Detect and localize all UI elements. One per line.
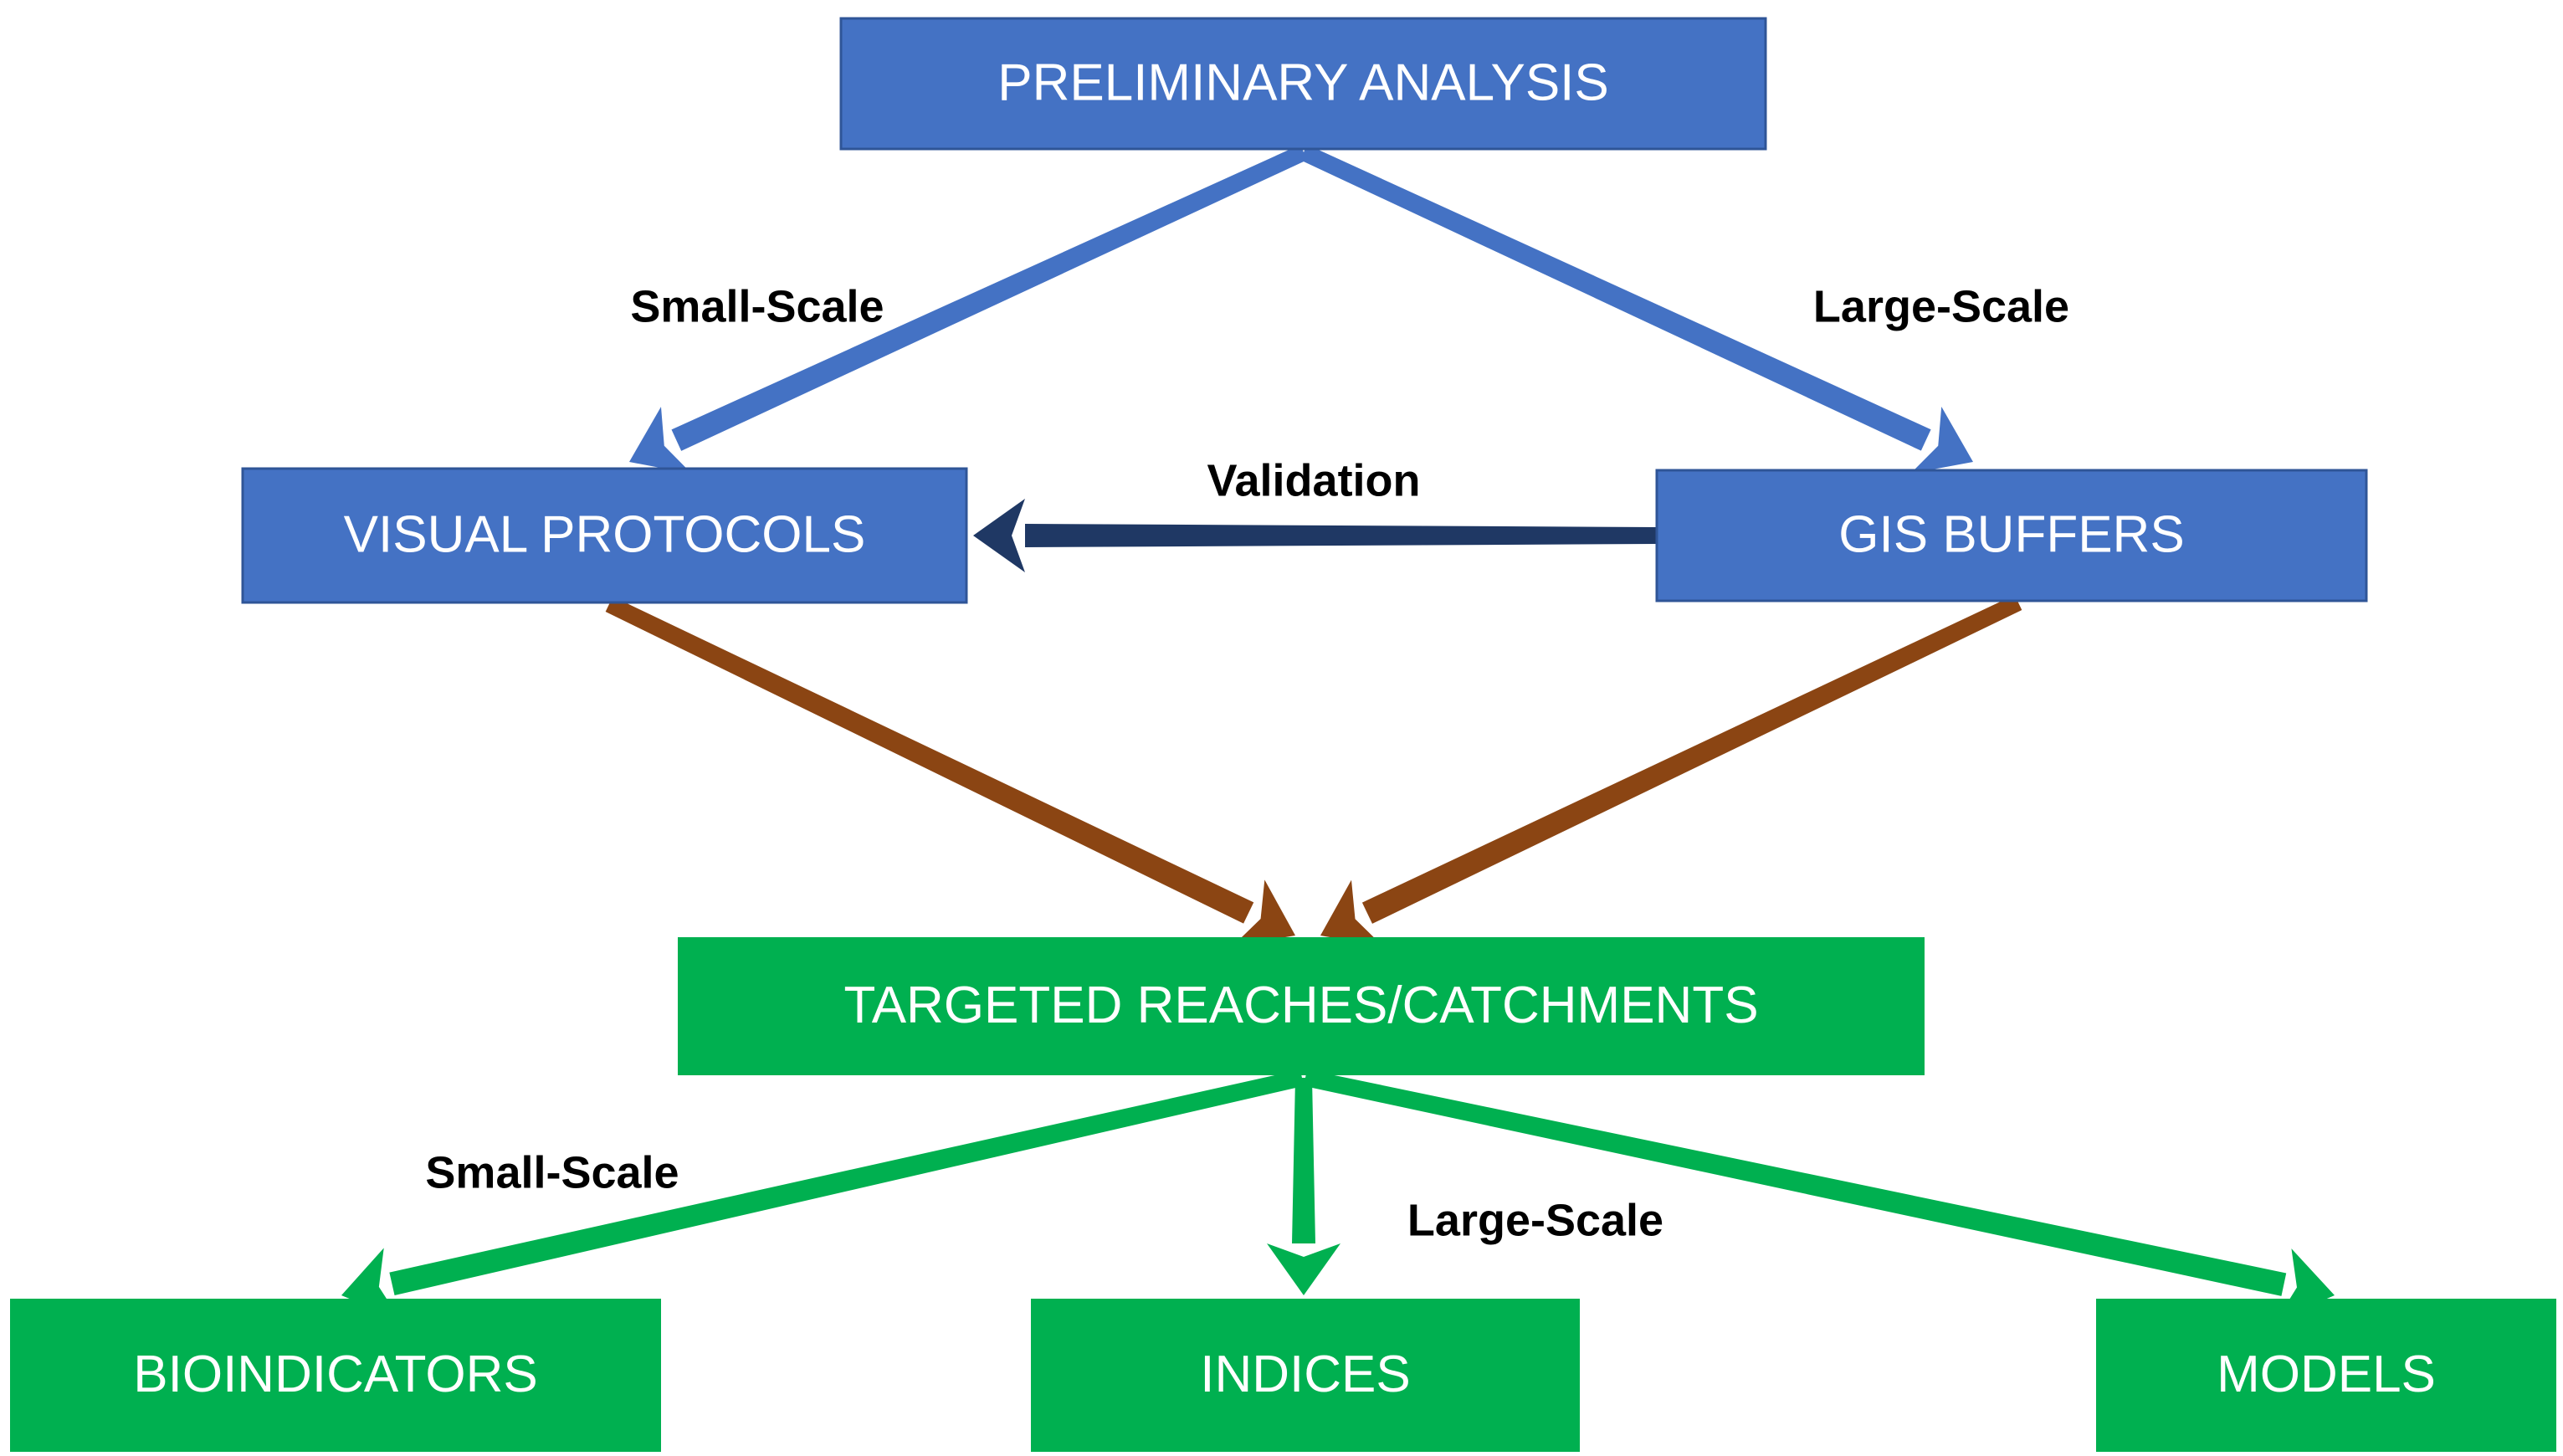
arrow-head — [1267, 1243, 1340, 1295]
edge-prelim-to-gis — [1299, 144, 1973, 474]
arrow-shaft — [1025, 524, 1657, 547]
node-box-models[interactable] — [2096, 1299, 2556, 1452]
node-label-gis-buffers: GIS BUFFERS — [1838, 505, 2184, 563]
arrow-shaft — [389, 1069, 1305, 1295]
arrow-head — [973, 499, 1025, 572]
node-box-visual-protocols[interactable] — [241, 467, 968, 604]
arrow-shaft — [605, 596, 1254, 924]
node-label-targeted-reaches: TARGETED REACHES/CATCHMENTS — [843, 977, 1758, 1034]
node-gis-buffers[interactable]: GIS BUFFERS — [1655, 469, 2368, 602]
edge-label-gis-to-visual-validation: Validation — [1207, 455, 1420, 505]
node-label-preliminary-analysis: PRELIMINARY ANALYSIS — [997, 54, 1609, 111]
node-preliminary-analysis[interactable]: PRELIMINARY ANALYSIS — [839, 17, 1767, 151]
node-box-bioindicators[interactable] — [10, 1299, 661, 1452]
edge-label-targeted-to-bioindicators: Small-Scale — [425, 1147, 679, 1197]
node-box-preliminary-analysis[interactable] — [839, 17, 1767, 151]
node-label-indices: INDICES — [1200, 1346, 1410, 1403]
node-bioindicators[interactable]: BIOINDICATORS — [10, 1299, 661, 1452]
edges-layer — [341, 144, 2335, 1321]
arrow-shaft — [1292, 1078, 1315, 1243]
node-box-targeted-reaches[interactable] — [678, 937, 1925, 1075]
edge-label-prelim-to-visual: Small-Scale — [630, 281, 884, 331]
node-label-bioindicators: BIOINDICATORS — [133, 1346, 537, 1403]
edge-label-targeted-to-indices: Large-Scale — [1407, 1195, 1663, 1245]
node-targeted-reaches[interactable]: TARGETED REACHES/CATCHMENTS — [678, 937, 1925, 1075]
node-visual-protocols[interactable]: VISUAL PROTOCOLS — [241, 467, 968, 604]
node-models[interactable]: MODELS — [2096, 1299, 2556, 1452]
arrow-head — [1910, 407, 1973, 474]
arrow-head — [1233, 879, 1295, 946]
node-box-gis-buffers[interactable] — [1655, 469, 2368, 602]
arrow-shaft — [1361, 594, 2022, 924]
arrow-head — [629, 407, 692, 474]
arrow-shaft — [1303, 1069, 2287, 1296]
edge-gis-to-targeted — [1320, 594, 2022, 947]
node-label-visual-protocols: VISUAL PROTOCOLS — [344, 505, 866, 563]
nodes-layer: PRELIMINARY ANALYSIS VISUAL PROTOCOLS GIS … — [10, 17, 2556, 1452]
edge-gis-to-visual-validation — [973, 499, 1657, 572]
node-label-models: MODELS — [2217, 1346, 2436, 1403]
edge-prelim-to-visual — [629, 144, 1308, 474]
edge-targeted-to-indices — [1267, 1078, 1340, 1295]
arrow-shaft — [1299, 144, 1931, 451]
edge-visual-to-targeted — [605, 596, 1295, 946]
edge-label-prelim-to-gis: Large-Scale — [1813, 281, 2069, 331]
node-box-indices[interactable] — [1031, 1299, 1580, 1452]
arrow-head — [1320, 879, 1383, 947]
node-indices[interactable]: INDICES — [1031, 1299, 1580, 1452]
arrow-shaft — [671, 144, 1308, 451]
